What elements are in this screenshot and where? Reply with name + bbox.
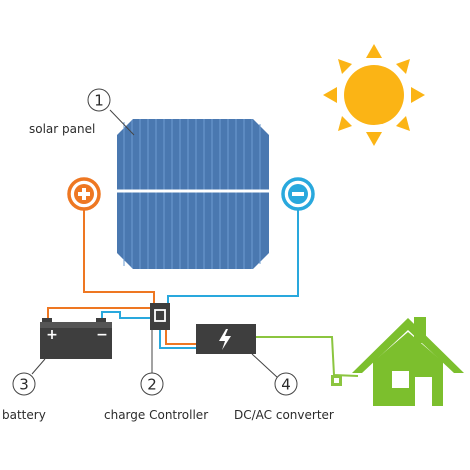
negative-terminal-icon [281,177,315,211]
callout-solar-panel: 1 solar panel [29,88,135,136]
solar-panel [117,119,269,269]
sun-icon [323,44,425,146]
number-2: 2 [147,376,157,394]
lightning-bolt-icon [219,329,231,350]
charge-controller-label: charge Controller [104,408,208,422]
number-4: 4 [281,376,291,394]
positive-terminal-icon [67,177,101,211]
battery-positive-symbol: + [46,327,58,343]
number-3: 3 [19,376,29,394]
converter-label: DC/AC converter [234,408,334,422]
battery-icon: + − [40,318,112,359]
negative-wire [101,210,299,349]
battery-label: battery [2,408,46,422]
house-icon [352,317,464,406]
callout-battery: 3 battery [2,358,46,422]
ac-wire [256,336,359,377]
callout-converter: 4 DC/AC converter [234,353,334,422]
callout-charge-controller: 2 charge Controller [104,330,208,422]
converter-icon [196,324,256,354]
number-1: 1 [94,92,104,110]
battery-negative-symbol: − [96,327,108,343]
charge-controller-icon [150,303,170,330]
solar-panel-label: solar panel [29,122,95,136]
plug-icon [331,375,342,386]
